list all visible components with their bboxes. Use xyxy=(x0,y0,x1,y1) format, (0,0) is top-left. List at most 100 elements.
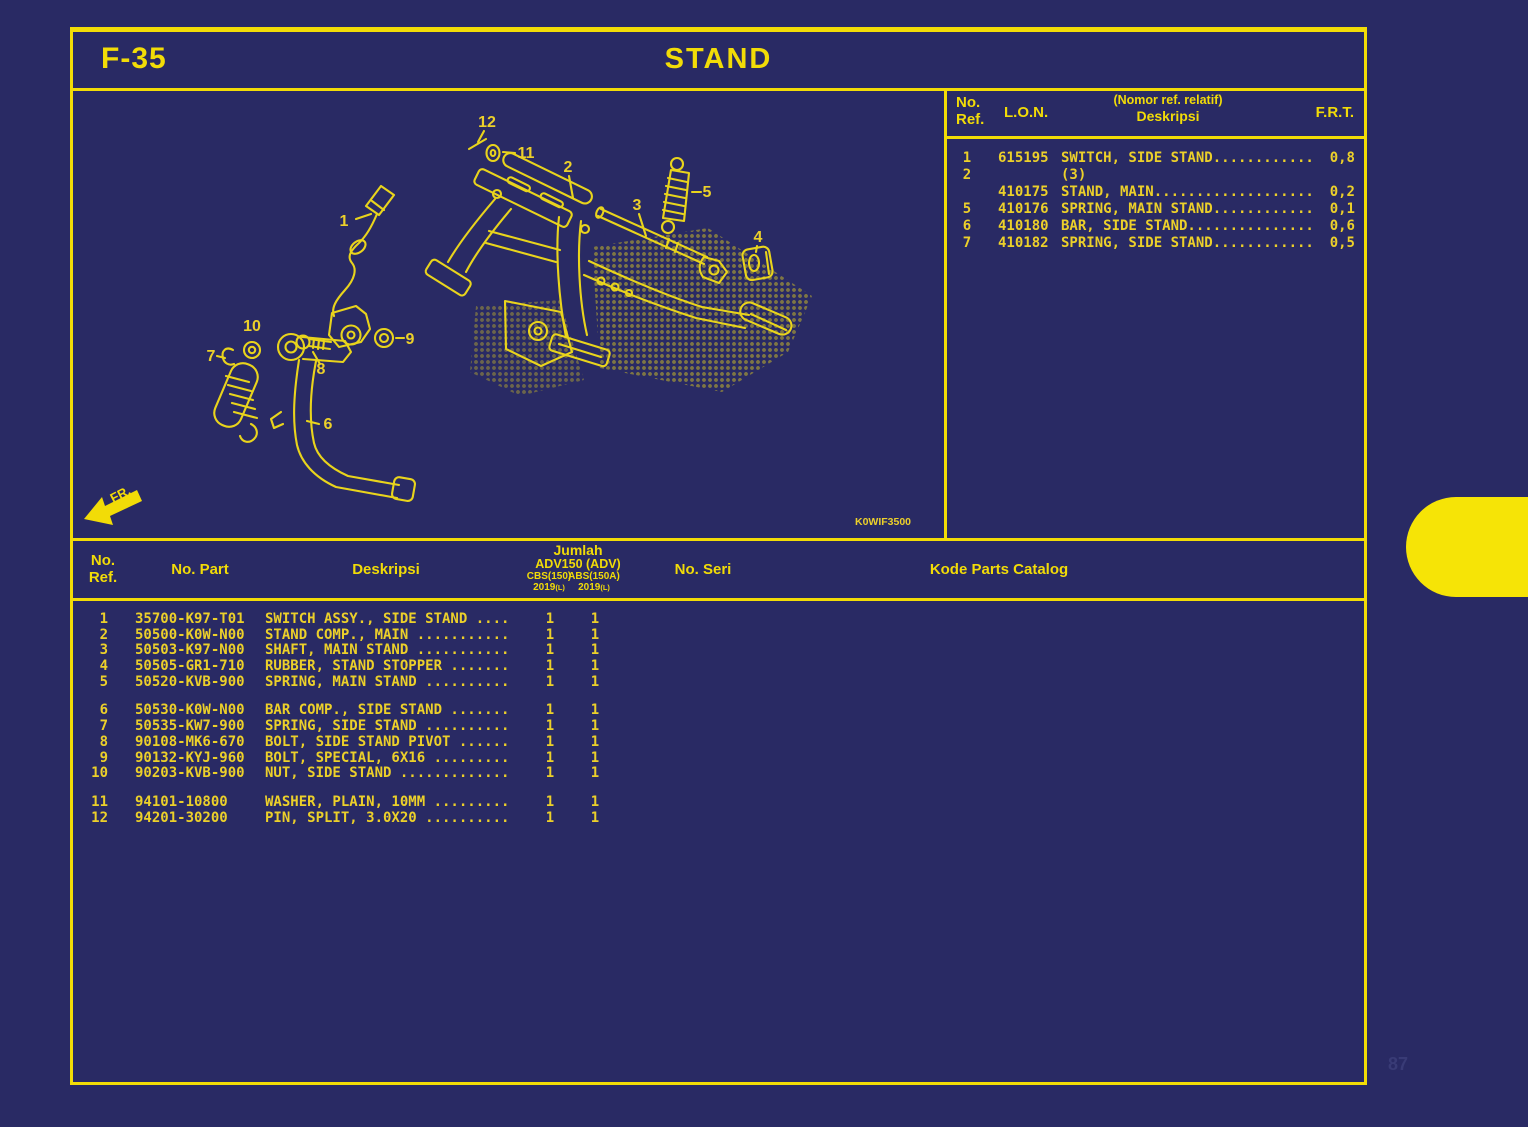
part-split-pin-drawing xyxy=(467,137,488,151)
callout-labels: 1 2 3 4 5 6 7 8 9 10 11 12 xyxy=(207,114,763,433)
parts-cell-ref: 3 xyxy=(99,642,108,659)
parts-cell-part: 35700-K97-T01 xyxy=(135,611,245,627)
lon-cell-frt: 0,2 xyxy=(1329,184,1355,200)
parts-cell-qty1: 1 xyxy=(545,626,555,643)
lon-cell-desc: (3) xyxy=(1061,167,1087,183)
lon-cell-frt: 0,1 xyxy=(1329,201,1355,217)
page-header: F-35 STAND xyxy=(73,32,1364,91)
part-washer-drawing xyxy=(485,143,501,163)
parts-cell-ref: 2 xyxy=(99,626,108,643)
parts-cell-desc: SHAFT, MAIN STAND ........... xyxy=(265,642,510,659)
lon-header-ref-line2: Ref. xyxy=(956,111,985,128)
parts-cell-qty1: 1 xyxy=(545,702,555,719)
fiche-code: F-35 xyxy=(101,42,167,75)
parts-cell-desc: BOLT, SPECIAL, 6X16 ......... xyxy=(265,749,510,766)
parts-cell-qty1: 1 xyxy=(545,733,555,750)
part-main-spring-drawing xyxy=(660,156,691,235)
parts-table-row: 7 50535-KW7-900 SPRING, SIDE STAND .......… xyxy=(73,718,1364,735)
page-frame: F-35 STAND xyxy=(70,27,1367,1085)
parts-cell-desc: RUBBER, STAND STOPPER ....... xyxy=(265,658,510,675)
parts-cell-ref: 11 xyxy=(91,793,108,810)
lon-cell-desc: SPRING, SIDE STAND............ xyxy=(1061,235,1314,251)
parts-cell-qty2: 1 xyxy=(590,749,600,766)
fr-direction-arrow: FR. xyxy=(84,483,142,525)
parts-cell-ref: 5 xyxy=(99,673,108,690)
lon-cell-ref: 1 xyxy=(962,150,972,166)
parts-cell-qty1: 1 xyxy=(545,673,555,690)
lon-header-frt: F.R.T. xyxy=(1315,104,1354,121)
parts-cell-part: 50503-K97-N00 xyxy=(135,642,245,659)
parts-cell-part: 50505-GR1-710 xyxy=(135,658,245,675)
callout-leader-lines xyxy=(215,129,759,426)
callout-1: 1 xyxy=(340,213,349,230)
lon-header-desc-line1: (Nomor ref. relatif) xyxy=(1113,93,1223,107)
parts-cell-part: 94201-30200 xyxy=(135,809,228,826)
parts-header-qty-col1: CBS(150) xyxy=(526,571,572,582)
callout-7: 7 xyxy=(207,348,216,365)
parts-cell-part: 50535-KW7-900 xyxy=(135,718,245,735)
part-side-spring-drawing xyxy=(213,347,259,443)
edge-tab[interactable] xyxy=(1406,497,1528,597)
parts-cell-desc: BOLT, SIDE STAND PIVOT ...... xyxy=(265,733,510,750)
lon-cell-frt: 0,5 xyxy=(1329,235,1355,251)
parts-cell-ref: 6 xyxy=(99,702,108,719)
parts-cell-qty1: 1 xyxy=(545,642,555,659)
lon-header-lon: L.O.N. xyxy=(1004,104,1049,121)
lon-header-ref-line1: No. xyxy=(956,94,981,111)
parts-header-seri: No. Seri xyxy=(674,561,732,578)
part-rubber-stopper-drawing xyxy=(741,245,774,282)
lon-cell-lon: 410176 xyxy=(998,201,1049,217)
lon-header-ref: No. Ref. xyxy=(956,94,984,128)
parts-cell-ref: 8 xyxy=(99,733,108,750)
parts-cell-qty2: 1 xyxy=(590,611,600,627)
parts-cell-ref: 12 xyxy=(91,809,108,826)
part-switch-cable-drawing xyxy=(327,184,396,349)
callout-4: 4 xyxy=(754,229,763,246)
parts-cell-qty2: 1 xyxy=(590,658,600,675)
parts-cell-desc: WASHER, PLAIN, 10MM ......... xyxy=(265,793,510,810)
parts-header-year1-suffix: (L) xyxy=(555,583,565,592)
lon-panel: No. Ref. L.O.N. (Nomor ref. relatif) Des… xyxy=(944,91,1367,538)
lon-header-desc-line2: Deskripsi xyxy=(1136,108,1200,124)
parts-header-year2-suffix: (L) xyxy=(600,583,610,592)
parts-cell-desc: BAR COMP., SIDE STAND ....... xyxy=(265,702,510,719)
parts-header-year2-value: 2019 xyxy=(578,582,601,593)
parts-table-header: No. Ref. No. Part Deskripsi Jumlah ADV15… xyxy=(73,541,1364,601)
part-special-bolt-drawing xyxy=(373,327,395,349)
lon-cell-frt: 0,8 xyxy=(1329,150,1355,166)
callout-9: 9 xyxy=(406,331,415,348)
page-number: 87 xyxy=(1388,1054,1409,1074)
parts-cell-qty2: 1 xyxy=(590,642,600,659)
parts-cell-ref: 7 xyxy=(99,718,108,735)
parts-header-kode: Kode Parts Catalog xyxy=(929,561,1069,578)
callout-3: 3 xyxy=(633,197,642,214)
lon-cell-ref: 6 xyxy=(962,218,972,234)
part-pivot-bolt-drawing xyxy=(295,334,333,351)
callout-8: 8 xyxy=(317,361,326,378)
parts-cell-qty1: 1 xyxy=(545,793,555,810)
lon-cell-ref: 7 xyxy=(962,235,972,251)
parts-header-qty-model: ADV150 (ADV) xyxy=(535,557,621,571)
parts-cell-qty2: 1 xyxy=(590,793,600,810)
lon-cell-ref: 5 xyxy=(962,201,972,217)
parts-cell-desc: STAND COMP., MAIN ........... xyxy=(265,626,510,643)
parts-cell-ref: 9 xyxy=(99,749,108,766)
lon-cell-desc: SWITCH, SIDE STAND............ xyxy=(1061,150,1314,166)
lon-cell-desc: STAND, MAIN................... xyxy=(1061,184,1314,200)
parts-cell-qty2: 1 xyxy=(590,718,600,735)
parts-cell-desc: SPRING, SIDE STAND .......... xyxy=(265,718,510,735)
